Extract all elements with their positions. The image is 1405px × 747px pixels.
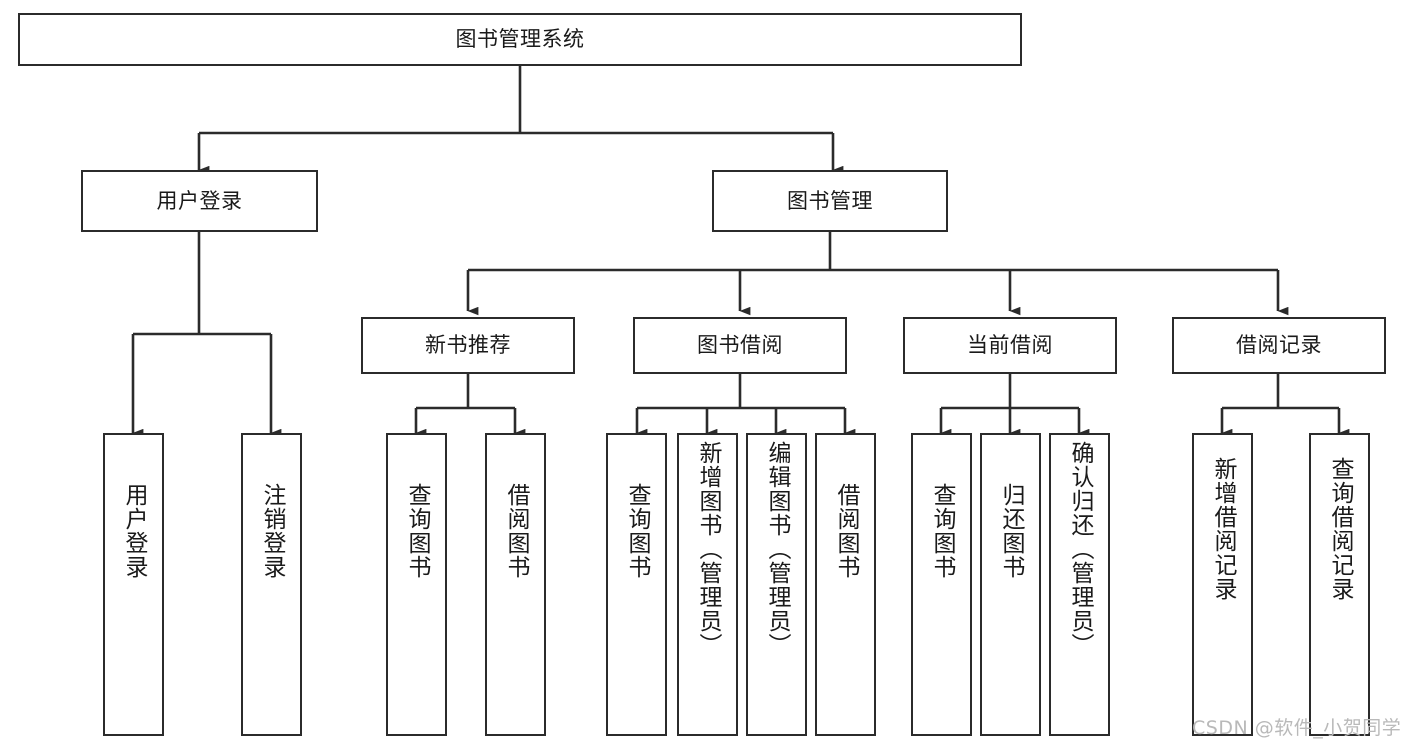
node-new-book-recommend-label: 新书推荐 [425, 333, 511, 358]
node-leaf-query-book-current-label: 查询图书 [929, 483, 955, 579]
node-borrow-record[interactable]: 借阅记录 [1172, 317, 1386, 374]
node-leaf-add-book-admin-label: 新增图书（管理员） [695, 441, 721, 657]
node-new-book-recommend[interactable]: 新书推荐 [361, 317, 575, 374]
node-book-borrow-label: 图书借阅 [697, 333, 783, 358]
node-leaf-query-book-current[interactable]: 查询图书 [911, 433, 972, 736]
node-leaf-user-login-label: 用户登录 [121, 483, 147, 579]
node-leaf-add-borrow-record[interactable]: 新增借阅记录 [1192, 433, 1253, 736]
node-book-manage-label: 图书管理 [787, 188, 873, 213]
node-leaf-query-book[interactable]: 查询图书 [606, 433, 667, 736]
node-leaf-query-book-label: 查询图书 [624, 483, 650, 579]
node-leaf-logout-label: 注销登录 [259, 483, 285, 579]
node-book-manage[interactable]: 图书管理 [712, 170, 948, 232]
node-leaf-confirm-return-admin[interactable]: 确认归还（管理员） [1049, 433, 1110, 736]
node-leaf-borrow-book[interactable]: 借阅图书 [815, 433, 876, 736]
node-leaf-return-book-label: 归还图书 [998, 483, 1024, 579]
node-leaf-return-book[interactable]: 归还图书 [980, 433, 1041, 736]
node-leaf-query-borrow-record-label: 查询借阅记录 [1327, 457, 1353, 601]
node-leaf-edit-book-admin[interactable]: 编辑图书（管理员） [746, 433, 807, 736]
node-user-login-label: 用户登录 [156, 188, 243, 213]
node-leaf-add-borrow-record-label: 新增借阅记录 [1210, 457, 1236, 601]
node-leaf-edit-book-admin-label: 编辑图书（管理员） [764, 441, 790, 657]
node-current-borrow[interactable]: 当前借阅 [903, 317, 1117, 374]
node-leaf-borrow-book-recommend[interactable]: 借阅图书 [485, 433, 546, 736]
node-leaf-query-book-recommend-label: 查询图书 [404, 483, 430, 579]
node-root-label: 图书管理系统 [455, 27, 585, 52]
node-user-login[interactable]: 用户登录 [81, 170, 318, 232]
node-leaf-query-book-recommend[interactable]: 查询图书 [386, 433, 447, 736]
node-leaf-query-borrow-record[interactable]: 查询借阅记录 [1309, 433, 1370, 736]
node-borrow-record-label: 借阅记录 [1236, 333, 1322, 358]
node-leaf-confirm-return-admin-label: 确认归还（管理员） [1067, 441, 1093, 657]
node-root[interactable]: 图书管理系统 [18, 13, 1022, 66]
node-leaf-user-login[interactable]: 用户登录 [103, 433, 164, 736]
node-current-borrow-label: 当前借阅 [967, 333, 1053, 358]
node-leaf-add-book-admin[interactable]: 新增图书（管理员） [677, 433, 738, 736]
node-book-borrow[interactable]: 图书借阅 [633, 317, 847, 374]
node-leaf-logout[interactable]: 注销登录 [241, 433, 302, 736]
node-leaf-borrow-book-recommend-label: 借阅图书 [503, 483, 529, 579]
node-leaf-borrow-book-label: 借阅图书 [833, 483, 859, 579]
